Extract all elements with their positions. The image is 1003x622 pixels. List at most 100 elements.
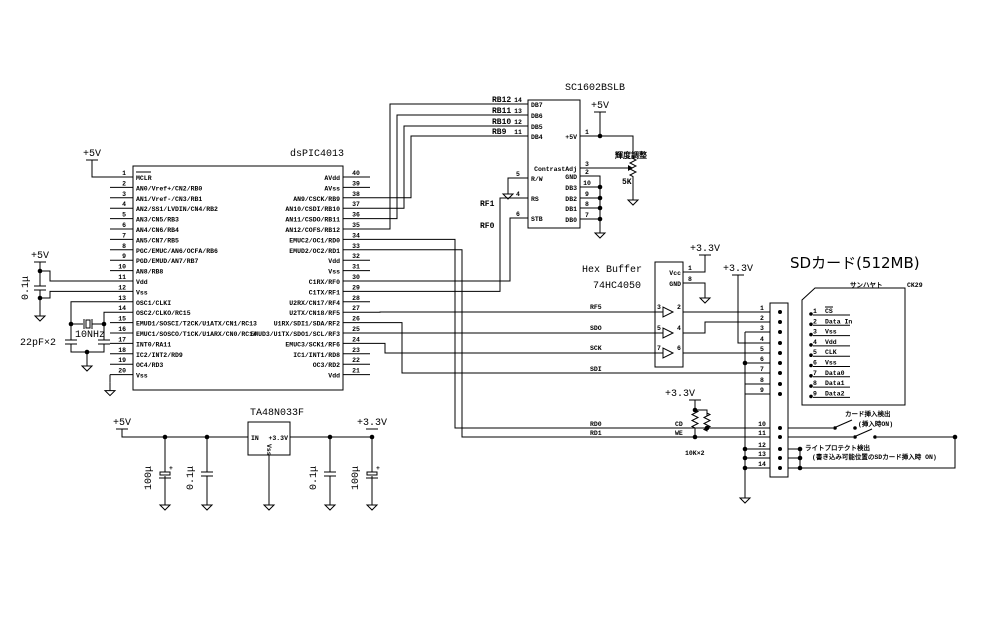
sd-pin-number: 4 xyxy=(813,339,817,346)
junction-dot xyxy=(597,195,603,201)
cd-switch-note: (挿入時ON) xyxy=(858,419,893,428)
connector-contact xyxy=(778,456,782,460)
lcd-pin-name: DB2 xyxy=(565,196,577,203)
connector-contact xyxy=(778,351,782,355)
wire xyxy=(370,217,528,282)
buffer-ic xyxy=(654,261,684,368)
mcu-pin-number: 37 xyxy=(352,201,360,208)
mcu-pin-number: 34 xyxy=(352,232,360,239)
mcu-pin-name: PGD/EMUD/AN7/RB7 xyxy=(136,258,199,265)
mcu-pin-name: AVdd xyxy=(324,175,340,182)
ground-symbol xyxy=(738,497,752,504)
net-label: CD xyxy=(675,421,683,428)
sd-contact xyxy=(809,312,813,316)
sd-pin-number: 5 xyxy=(813,349,817,356)
sd-pin-name: CS xyxy=(825,308,833,315)
mcu-pin-name: U2TX/CN18/RF5 xyxy=(289,310,340,317)
mcu-title: dsPIC4013 xyxy=(290,148,344,160)
sd-pin-number: 6 xyxy=(813,360,817,367)
lcd-pin-name: DB0 xyxy=(565,217,577,224)
lcd-pin-name: DB5 xyxy=(531,124,543,131)
sd-pin-name: Data2 xyxy=(825,390,845,397)
wire xyxy=(103,311,110,324)
mcu-pin-name: IC1/INT1/RD8 xyxy=(293,352,340,359)
mcu-pin-name: AN0/Vref+/CN2/RB0 xyxy=(136,185,202,192)
mcu-pin-number: 21 xyxy=(352,368,360,375)
mcu-pin-number: 27 xyxy=(352,305,360,312)
mcu-pin-number: 36 xyxy=(352,212,360,219)
ground-symbol xyxy=(593,232,607,239)
wire xyxy=(121,429,248,438)
switch-contact xyxy=(833,426,837,430)
supply-label: +3.3V xyxy=(665,389,695,400)
sd-pin-name: Data1 xyxy=(825,380,845,387)
crystal xyxy=(85,319,91,329)
connector-contact xyxy=(778,330,782,334)
junction-dot xyxy=(597,205,603,211)
junction-dot xyxy=(742,446,748,452)
mcu-pin-number: 35 xyxy=(352,222,360,229)
sd-pin-number: 3 xyxy=(813,329,817,336)
mcu-pin-number: 11 xyxy=(118,274,126,281)
junction-dot xyxy=(597,216,603,222)
mcu-pin-name: AN5/CN7/RB5 xyxy=(136,237,179,244)
supply-label: +3.3V xyxy=(690,244,720,255)
mcu-pin-number: 28 xyxy=(352,295,360,302)
wire xyxy=(507,177,528,186)
mcu-pin-name: AN2/SS1/LVDIN/CN4/RB2 xyxy=(136,206,218,213)
junction-dot xyxy=(742,360,748,366)
lcd-pin-number: 14 xyxy=(514,97,522,104)
connector-pin-number: 12 xyxy=(758,442,766,449)
net-label: SDO xyxy=(590,325,602,332)
lcd-pin-number: 3 xyxy=(585,161,589,168)
mcu-pin-name: EMUD1/SOSCI/T2CK/U1ATX/CN1/RC13 xyxy=(136,321,257,328)
net-label: RB12 xyxy=(492,96,511,105)
supply-label: +3.3V xyxy=(723,264,753,275)
connector-pin-number: 13 xyxy=(758,451,766,458)
pot-value: 5K xyxy=(622,178,632,187)
buffer-part: 74HC4050 xyxy=(593,281,641,292)
pot-label: 輝度調整 xyxy=(615,150,647,161)
wire xyxy=(683,282,706,290)
sd-pin-name: CLK xyxy=(825,349,837,356)
mcu-pin-name: Vss xyxy=(136,289,148,296)
lcd-title: SC1602BSLB xyxy=(565,83,625,94)
supply-label: +5V xyxy=(83,149,101,160)
buffer-pin-number: 6 xyxy=(677,345,681,352)
connector-pin-number: 10 xyxy=(758,421,766,428)
buffer-pin-number: 7 xyxy=(657,345,661,352)
mcu-pin-name: OC3/RD2 xyxy=(313,362,340,369)
ground-symbol xyxy=(626,199,640,206)
lcd-pin-number: 13 xyxy=(514,108,522,115)
mcu-pin-name: AN11/CSDO/RB11 xyxy=(285,217,340,224)
connector-pin-number: 3 xyxy=(760,325,764,332)
lcd-pin-number: 6 xyxy=(516,211,520,218)
sd-contact xyxy=(809,343,813,347)
sd-card-outline xyxy=(801,287,906,406)
net-label: RB10 xyxy=(492,118,511,127)
mcu-pin-number: 7 xyxy=(122,232,126,239)
wire xyxy=(40,290,110,299)
mcu-pin-name: EMUC3/SCK1/RF6 xyxy=(285,341,340,348)
junction-dot xyxy=(704,425,710,431)
mcu-pin-number: 25 xyxy=(352,326,360,333)
mcu-pin-name: IC2/INT2/RD9 xyxy=(136,352,183,359)
mcu-pin-number: 3 xyxy=(122,191,126,198)
wire xyxy=(370,197,528,292)
net-label: RD0 xyxy=(590,421,602,428)
connector-pin-number: 14 xyxy=(758,461,766,468)
decoupling-cap-label: 0.1μ xyxy=(21,276,32,300)
ground-symbol xyxy=(80,365,94,372)
switch-contact xyxy=(853,426,857,430)
mcu-pin-name: PGC/EMUC/AN6/OCFA/RB6 xyxy=(136,248,218,255)
mcu-pin-number: 33 xyxy=(352,243,360,250)
sd-contact xyxy=(809,322,813,327)
ground-symbol xyxy=(323,504,337,511)
wire xyxy=(370,322,770,374)
electrolytic-plate xyxy=(366,471,378,476)
data-bus-wire xyxy=(370,114,528,220)
lcd-pin-name: DB3 xyxy=(565,185,577,192)
junction-dot xyxy=(597,184,603,190)
pullup-label: 10K×2 xyxy=(685,450,705,457)
